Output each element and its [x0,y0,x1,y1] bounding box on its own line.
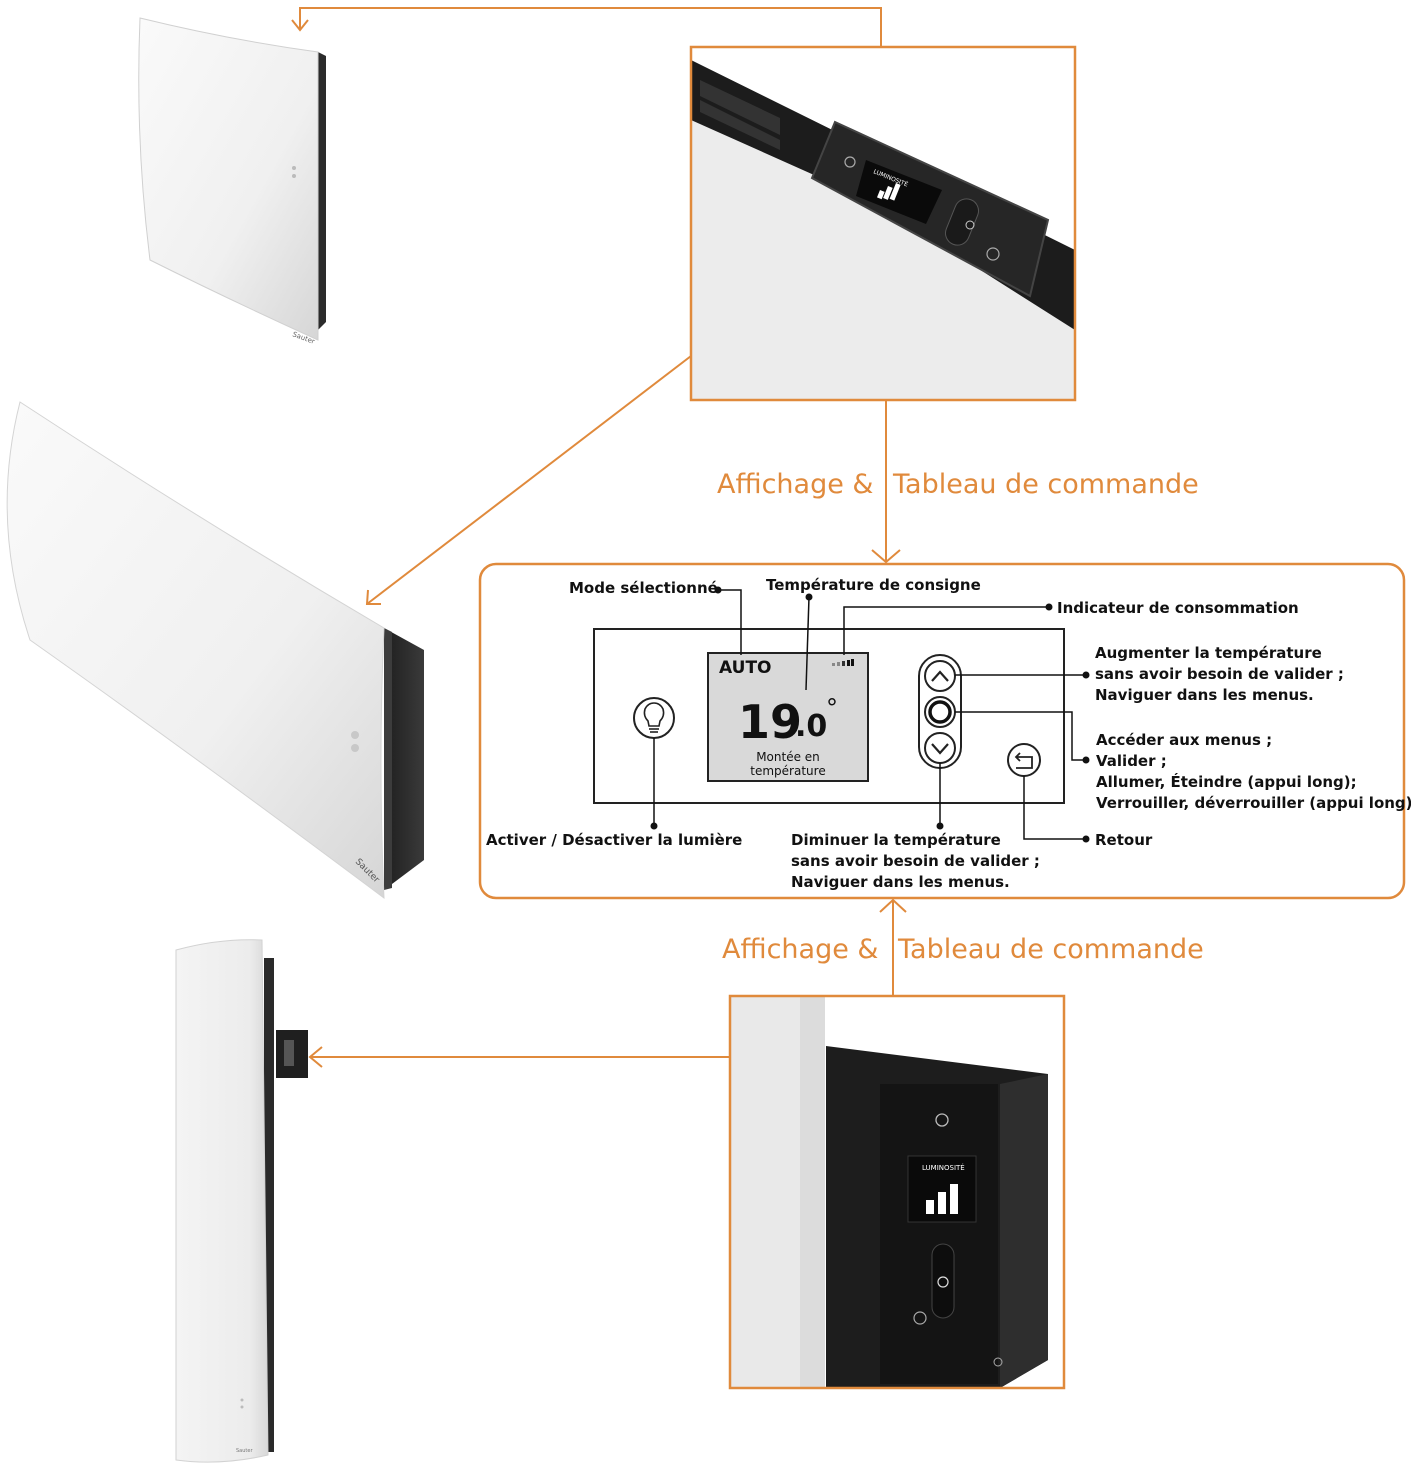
ok-button[interactable] [924,696,956,728]
zoom-control-top: LUMINOSITÉ [689,45,1077,402]
down-button[interactable] [924,732,956,764]
leader-lines [653,589,1086,840]
radiator-vertical-view: Sauter [175,939,308,1463]
label-menu-4: Verrouiller, déverrouiller (appui long) [1096,794,1411,812]
label-menu-3: Allumer, Éteindre (appui long); [1096,772,1357,791]
section-title-bottom-part2: Tableau de commande [897,934,1204,965]
label-light: Activer / Désactiver la lumière [486,831,742,849]
status-line-2: température [750,764,825,778]
label-increase-3: Naviguer dans les menus. [1095,686,1314,704]
consumption-bars [832,659,854,666]
zoom-control-bottom: LUMINOSITÉ [728,994,1066,1390]
label-decrease-2: sans avoir besoin de valider ; [791,852,1040,870]
arrow-to-large-radiator [366,355,692,605]
label-menu-1: Accéder aux menus ; [1096,731,1272,749]
light-button[interactable] [633,697,675,739]
lcd-screen [707,652,869,782]
degree-symbol: ° [826,694,838,722]
temperature-integer: 19 [738,695,802,749]
label-back: Retour [1095,831,1153,849]
up-button[interactable] [924,660,956,692]
label-decrease-3: Naviguer dans les menus. [791,873,1010,891]
label-decrease-1: Diminuer la température [791,831,1001,849]
label-increase-2: sans avoir besoin de valider ; [1095,665,1344,683]
zoom-screen-label-2: LUMINOSITÉ [922,1163,965,1172]
label-increase-1: Augmenter la température [1095,644,1322,662]
leader-dots [650,586,1090,843]
chevron-up-icon [931,670,949,682]
section-title-top-part1: Affichage & [717,469,873,500]
return-arrow-icon [1014,752,1033,769]
ring-icon [928,700,952,724]
status-line-1: Montée en [756,750,820,764]
label-menu-2: Valider ; [1096,752,1167,770]
chevron-down-icon [931,743,949,755]
section-title-top-part2: Tableau de commande [892,469,1199,500]
label-setpoint: Température de consigne [766,576,981,594]
arrow-to-small-radiator [299,7,882,47]
label-mode: Mode sélectionné [569,579,718,597]
radiator-small-view: Sauter [138,17,326,346]
brand-logo: Sauter [236,1448,253,1454]
temperature-decimal: .0 [795,709,827,744]
label-consumption: Indicateur de consommation [1057,599,1299,617]
connectors [291,7,907,1068]
lightbulb-icon [643,702,665,733]
section-title-bottom-part1: Affichage & [722,934,878,965]
back-button[interactable] [1007,743,1041,777]
control-panel-diagram: AUTO 19 .0 ° Montée en température [478,562,1411,900]
panel-outline [593,628,1065,804]
mode-text: AUTO [719,658,772,678]
radiator-large-view: Sauter [6,401,424,900]
